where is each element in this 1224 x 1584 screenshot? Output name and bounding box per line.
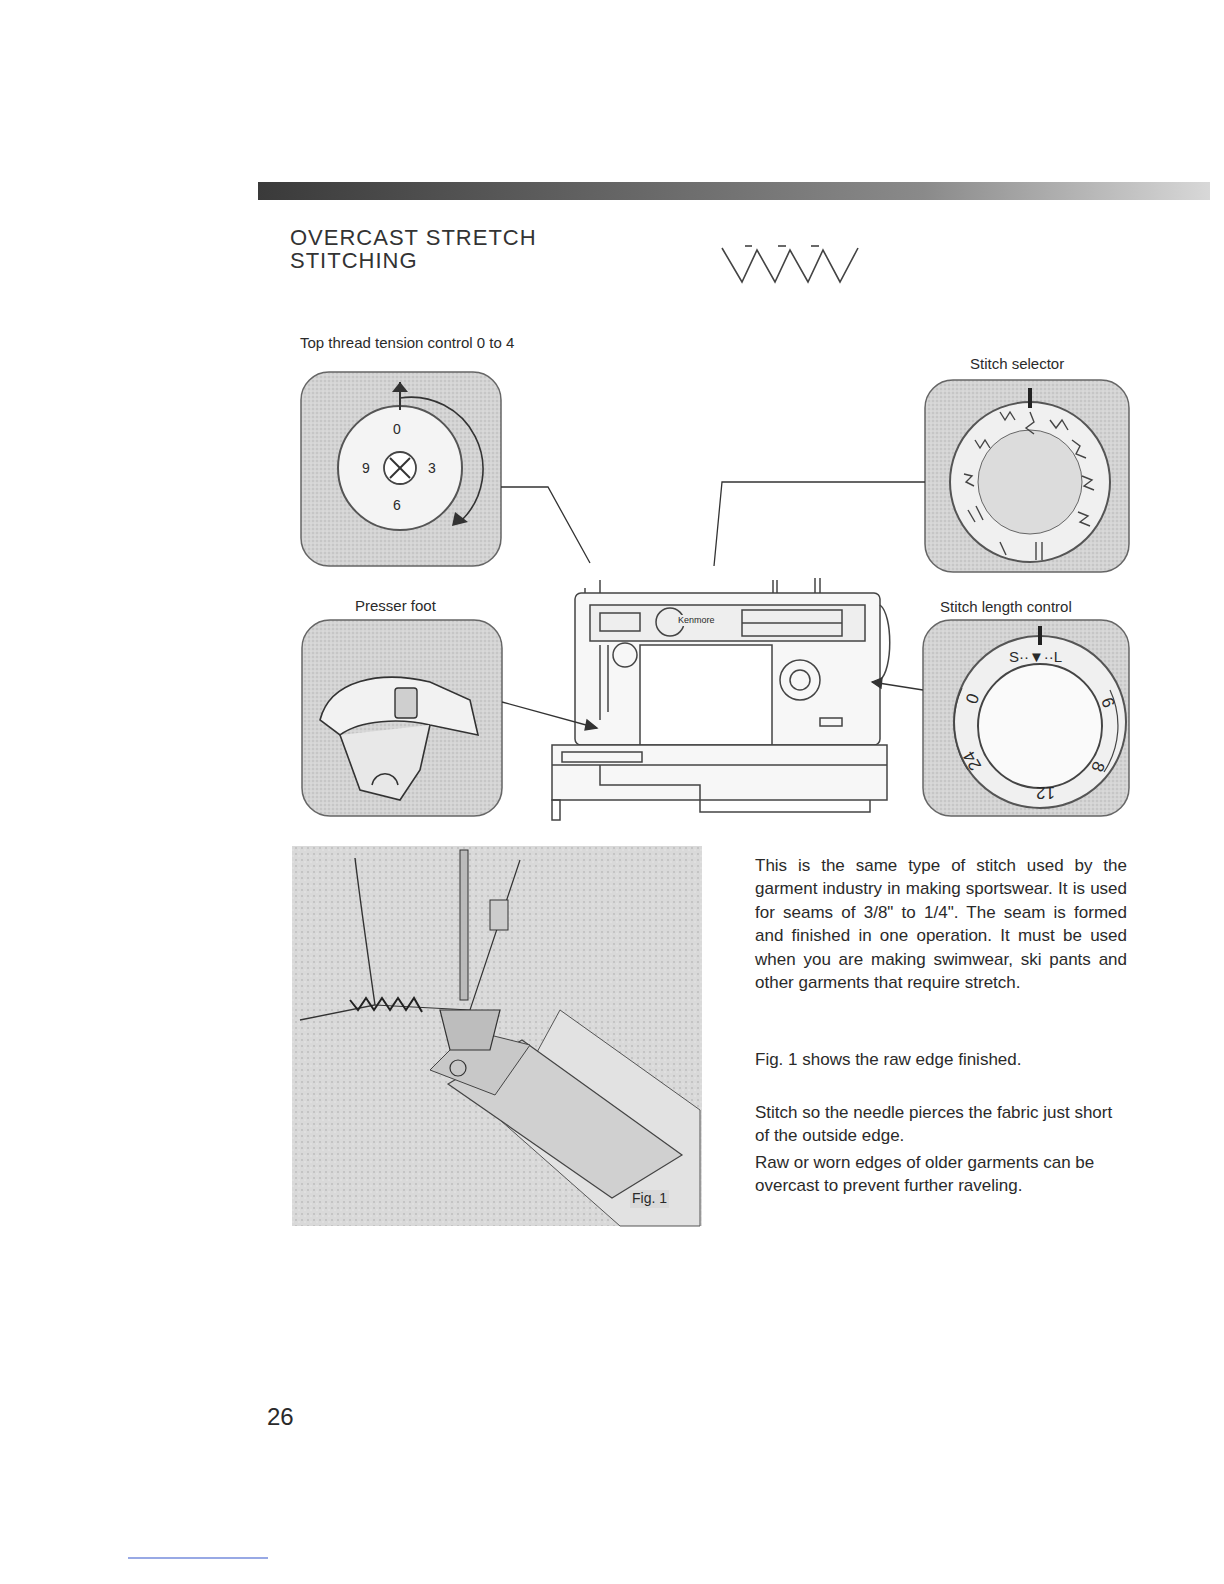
dial-number: 12 [1036, 782, 1055, 803]
header-bar [258, 182, 1210, 200]
body-paragraph: Fig. 1 shows the raw edge finished. [755, 1048, 1127, 1071]
inset-caption: Top thread tension control 0 to 4 [300, 334, 530, 351]
inset-caption: Stitch length control [940, 598, 1072, 617]
dial-number: 3 [428, 460, 436, 478]
dial-marking: S··▼··L [1009, 648, 1062, 667]
dial-number: 0 [393, 421, 401, 439]
body-paragraph: This is the same type of stitch used by … [755, 854, 1127, 995]
body-paragraph: Raw or worn edges of older garments can … [755, 1151, 1127, 1198]
dial-number: 9 [362, 460, 370, 478]
figure-label: Fig. 1 [630, 1190, 669, 1208]
inset-caption: Presser foot [355, 597, 436, 616]
body-paragraph: Stitch so the needle pierces the fabric … [755, 1101, 1127, 1148]
fig1-photo [292, 846, 702, 1226]
page-number: 26 [267, 1402, 294, 1432]
dial-number: 6 [393, 497, 401, 515]
machine-drawing [552, 578, 890, 820]
brand-name: Kenmore [676, 615, 717, 626]
page-title: OVERCAST STRETCH STITCHING [290, 226, 580, 272]
inset-caption: Stitch selector [970, 355, 1064, 374]
